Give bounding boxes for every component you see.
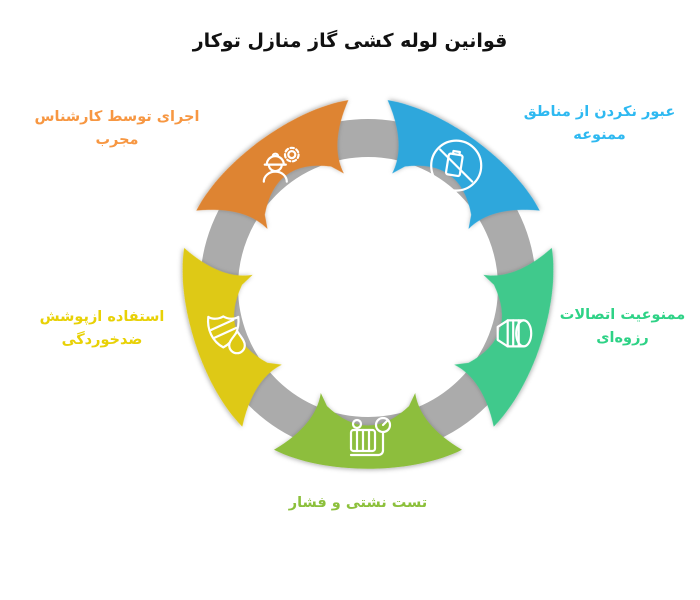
label-line: ضدخوردگی bbox=[61, 332, 143, 348]
label-line: مجرب bbox=[95, 132, 139, 148]
label-line: ممنوعیت اتصالات bbox=[559, 307, 686, 323]
label-expert-installation: اجرای توسط کارشناس مجرب bbox=[25, 106, 209, 152]
label-line: رزوه‌ای bbox=[596, 330, 649, 346]
label-line: ممنوعه bbox=[573, 127, 626, 143]
label-line: عبور نکردن از مناطق bbox=[523, 104, 676, 120]
label-anti-corrosion-coating: استفاده ازپوشش ضدخوردگی bbox=[12, 306, 192, 352]
segment-no-restricted-areas bbox=[387, 100, 540, 229]
label-leak-pressure-test: تست نشتی و فشار bbox=[263, 492, 453, 515]
pressure-gauge-icon bbox=[349, 416, 392, 457]
no-bag-prohibition-icon bbox=[430, 139, 483, 192]
label-no-threaded-fittings: ممنوعیت اتصالات رزوه‌ای bbox=[535, 304, 700, 350]
engineer-gear-icon bbox=[262, 146, 300, 183]
label-line: اجرای توسط کارشناس bbox=[34, 109, 200, 125]
segment-no-threaded-fittings bbox=[454, 247, 554, 427]
pipe-coupling-icon bbox=[496, 319, 533, 348]
page-title: قوانین لوله کشی گاز منازل توکار bbox=[192, 30, 508, 52]
label-no-restricted-areas: عبور نکردن از مناطق ممنوعه bbox=[512, 101, 687, 147]
shield-droplet-icon bbox=[206, 315, 246, 355]
label-line: استفاده ازپوشش bbox=[39, 309, 165, 325]
label-line: تست نشتی و فشار bbox=[288, 495, 428, 511]
